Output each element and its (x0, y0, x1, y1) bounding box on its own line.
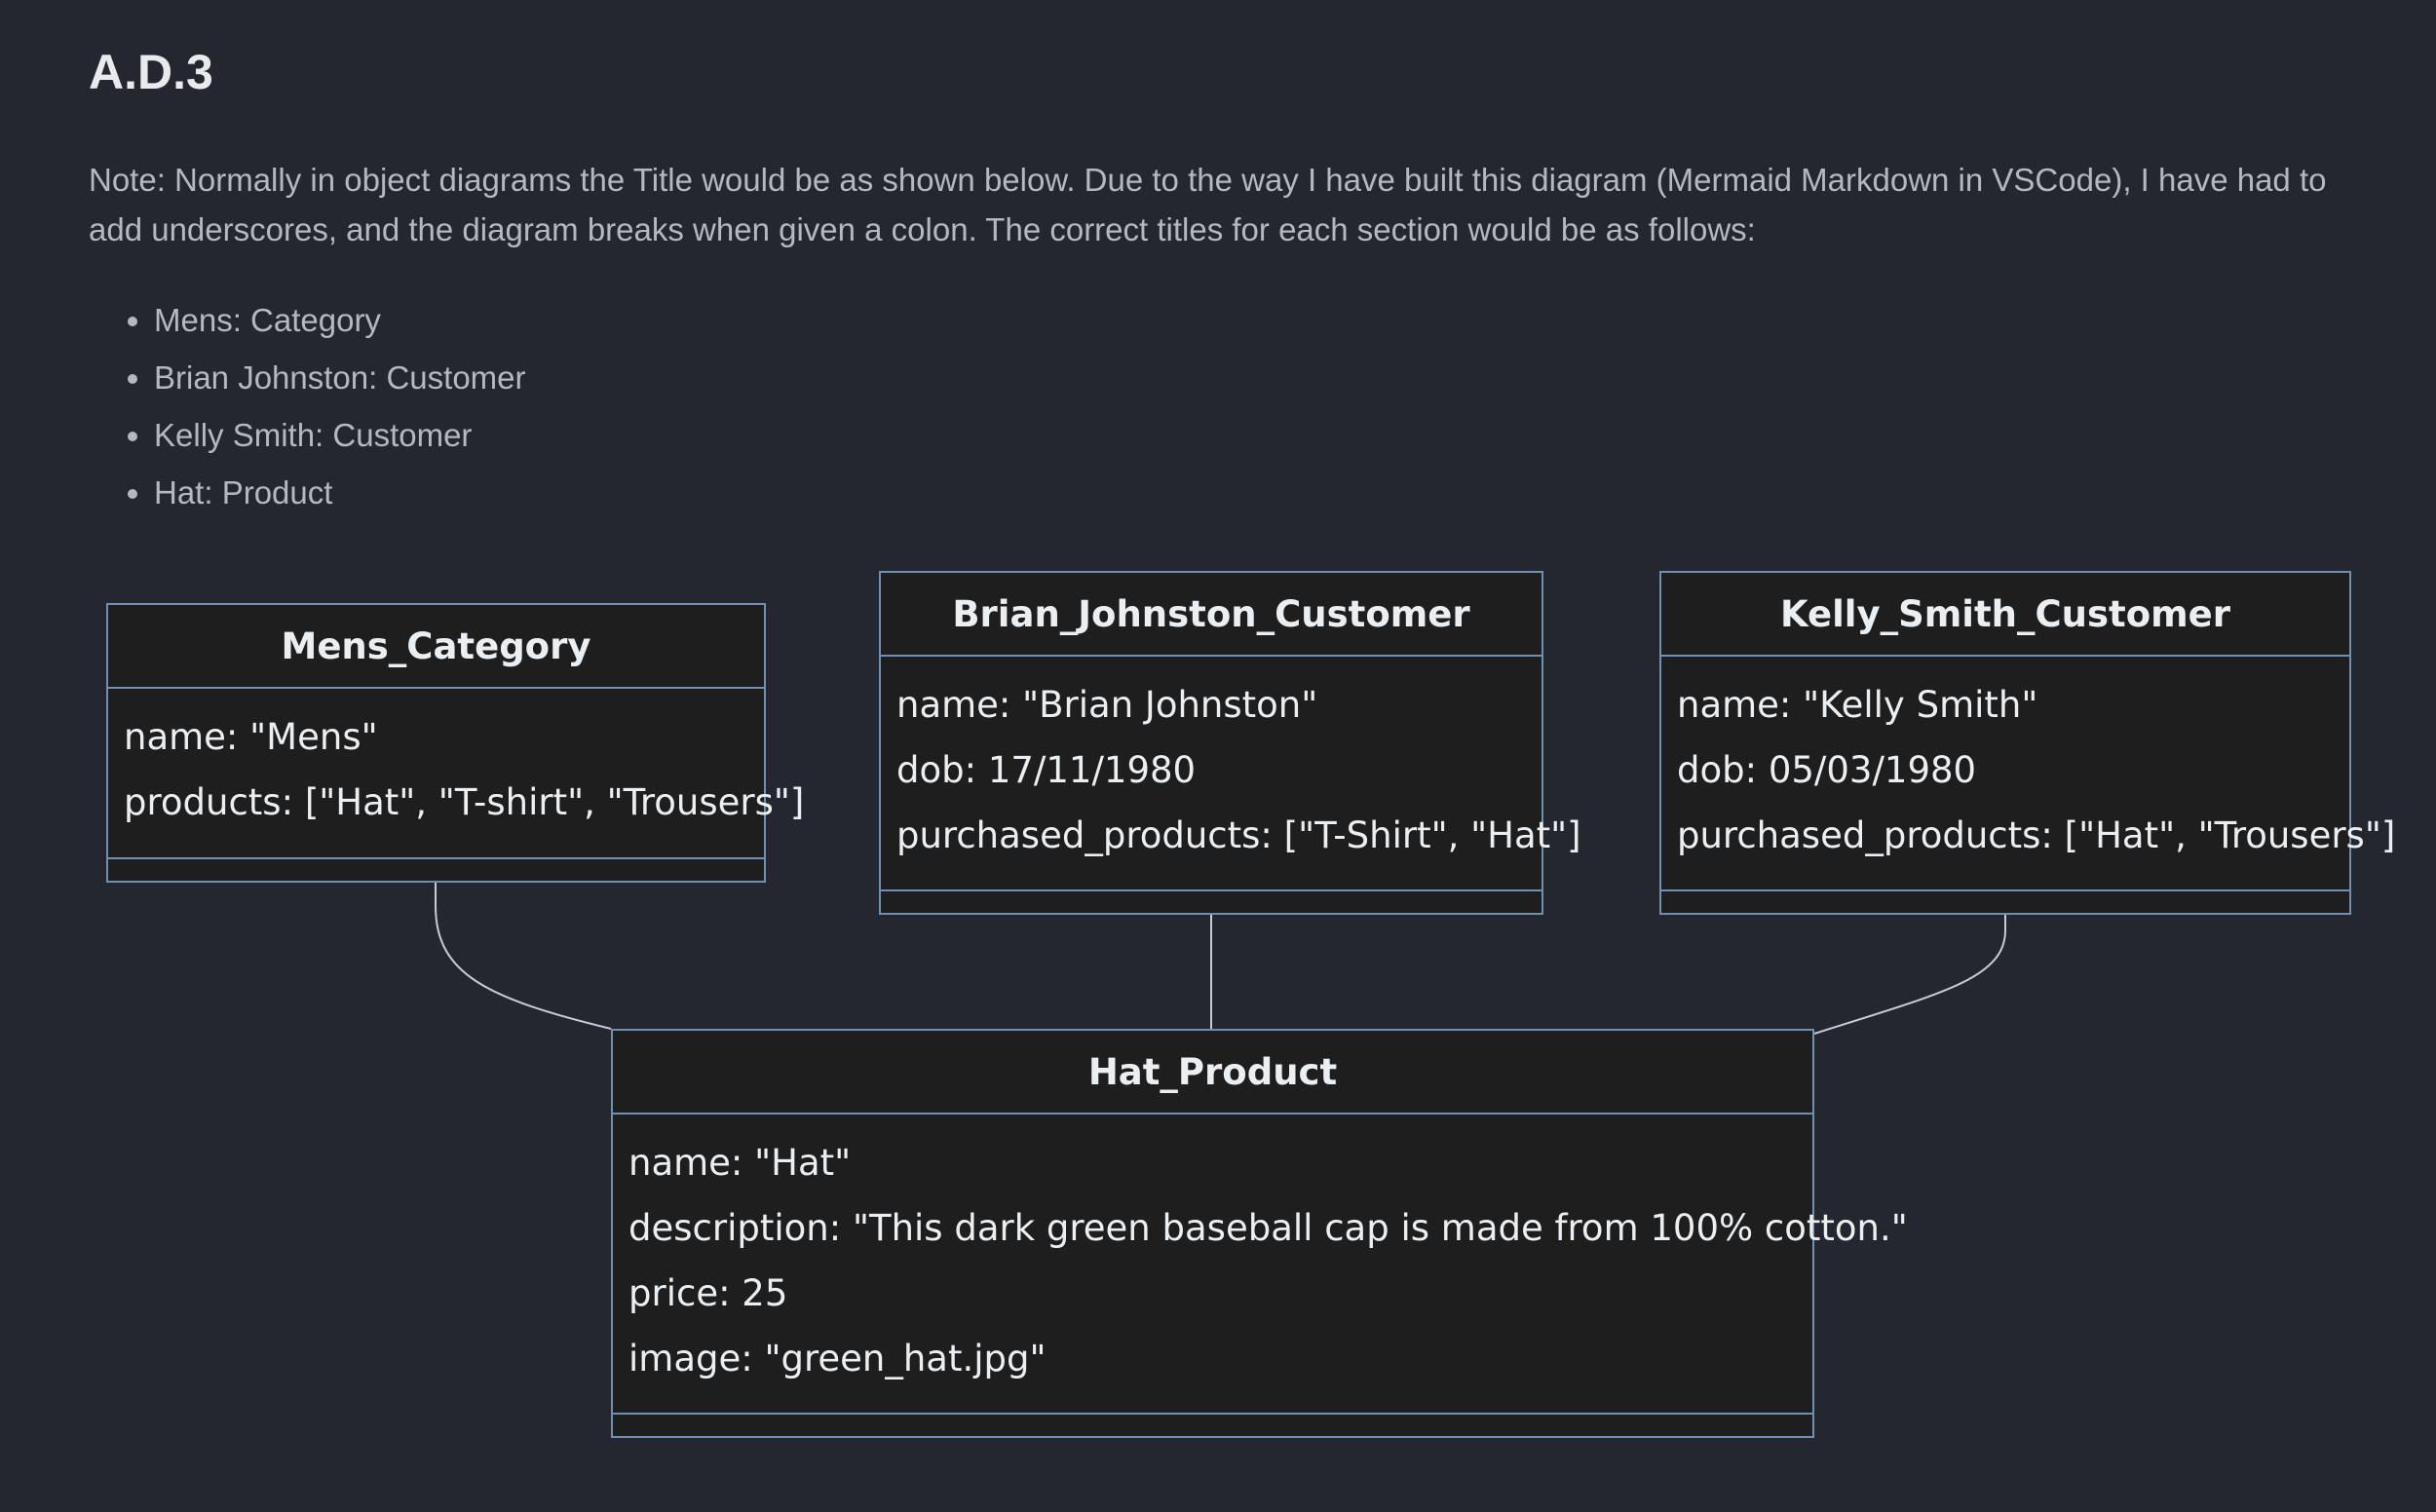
object-attribute: name: "Hat" (628, 1142, 852, 1184)
list-item: Brian Johnston: Customer (154, 349, 526, 406)
object-attribute: price: 25 (628, 1272, 788, 1314)
page-title: A.D.3 (89, 45, 213, 99)
link-kelly-to-hat (1813, 915, 2006, 1035)
object-attribute: description: "This dark green baseball c… (628, 1207, 1908, 1249)
object-title: Mens_Category (108, 605, 764, 689)
object-attribute: name: "Mens" (124, 716, 378, 758)
object-attribute: name: "Brian Johnston" (896, 684, 1318, 726)
object-attributes: name: "Kelly Smith" dob: 05/03/1980 purc… (1661, 657, 2396, 891)
object-attribute: name: "Kelly Smith" (1677, 684, 2038, 726)
correct-titles-list: Mens: Category Brian Johnston: Customer … (89, 291, 526, 521)
list-item: Hat: Product (154, 464, 526, 521)
list-item: Mens: Category (154, 291, 526, 349)
object-attribute: dob: 05/03/1980 (1677, 749, 1977, 791)
object-attribute: products: ["Hat", "T-shirt", "Trousers"] (124, 781, 805, 823)
object-attribute: image: "green_hat.jpg" (628, 1338, 1047, 1380)
list-item: Kelly Smith: Customer (154, 406, 526, 464)
object-kelly-smith-customer: Kelly_Smith_Customer name: "Kelly Smith"… (1659, 571, 2396, 915)
note-text: Note: Normally in object diagrams the Ti… (89, 162, 2327, 247)
object-hat-product: Hat_Product name: "Hat" description: "Th… (611, 1029, 1908, 1438)
object-mens-category: Mens_Category name: "Mens" products: ["H… (106, 603, 805, 883)
object-title: Hat_Product (613, 1031, 1812, 1115)
object-attribute: purchased_products: ["T-Shirt", "Hat"] (896, 814, 1581, 856)
object-brian-johnston-customer: Brian_Johnston_Customer name: "Brian Joh… (879, 571, 1581, 915)
object-title: Kelly_Smith_Customer (1661, 573, 2349, 657)
object-title: Brian_Johnston_Customer (881, 573, 1542, 657)
object-attributes: name: "Brian Johnston" dob: 17/11/1980 p… (881, 657, 1581, 891)
object-attributes: name: "Mens" products: ["Hat", "T-shirt"… (108, 689, 805, 859)
object-attribute: purchased_products: ["Hat", "Trousers"] (1677, 814, 2396, 856)
link-mens-to-hat (435, 883, 612, 1030)
object-attribute: dob: 17/11/1980 (896, 749, 1197, 791)
object-attributes: name: "Hat" description: "This dark gree… (613, 1115, 1908, 1415)
